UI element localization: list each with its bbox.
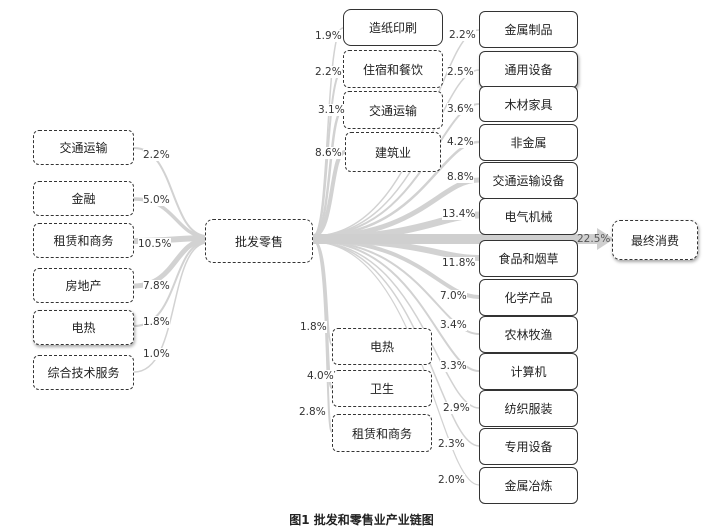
final-consumption-label: 最终消费	[630, 233, 679, 248]
final-consumption-node: 最终消费	[612, 220, 698, 260]
mid-top-label-4: 建筑业	[374, 145, 411, 160]
right-output-box-9: 农林牧渔	[479, 316, 578, 353]
right-output-label-7: 食品和烟草	[498, 252, 559, 266]
left-input-box-3: 租赁和商务	[33, 223, 134, 258]
right-output-label-6: 电气机械	[504, 210, 553, 224]
flow-mid-bottom-2	[311, 238, 334, 390]
flow-mid-top-4	[311, 150, 347, 238]
right-output-box-2: 通用设备	[479, 51, 578, 88]
final-consumption-pct: 22.5%	[577, 233, 611, 245]
left-input-label-1: 交通运输	[59, 141, 108, 155]
flow-final-arrowhead	[597, 228, 614, 250]
right-output-box-7: 食品和烟草	[479, 240, 578, 277]
center-node-wholesale-retail: 批发零售	[205, 219, 313, 263]
mid-top-label-1: 造纸印刷	[368, 21, 417, 35]
left-input-label-3: 租赁和商务	[53, 234, 114, 248]
right-output-pct-12: 2.3%	[438, 438, 465, 450]
mid-bottom-box-2: 卫生	[332, 370, 432, 407]
right-output-box-6: 电气机械	[479, 198, 578, 235]
right-output-box-13: 金属冶炼	[479, 467, 578, 504]
right-output-label-1: 金属制品	[504, 23, 553, 37]
mid-top-pct-2: 2.2%	[315, 66, 342, 78]
right-output-pct-8: 7.0%	[440, 290, 467, 302]
right-output-label-3: 木材家具	[504, 97, 553, 112]
mid-top-label-3: 交通运输	[368, 103, 417, 118]
right-output-pct-3: 3.6%	[447, 103, 474, 115]
right-output-box-1: 金属制品	[479, 11, 578, 48]
right-output-pct-5: 8.8%	[447, 171, 474, 183]
right-output-box-11: 纺织服装	[479, 390, 578, 427]
mid-top-label-2: 住宿和餐饮	[362, 62, 423, 77]
mid-top-box-4: 建筑业	[345, 132, 441, 172]
mid-bottom-label-1: 电热	[369, 340, 394, 354]
right-output-pct-11: 2.9%	[443, 402, 470, 414]
right-output-label-12: 专用设备	[504, 440, 553, 454]
left-input-box-2: 金融	[33, 181, 134, 216]
right-output-box-5: 交通运输设备	[479, 162, 578, 199]
right-output-pct-9: 3.4%	[440, 319, 467, 331]
right-output-label-8: 化学产品	[504, 291, 553, 305]
right-output-box-3: 木材家具	[479, 86, 578, 122]
right-output-label-5: 交通运输设备	[492, 174, 565, 188]
left-input-box-4: 房地产	[33, 268, 134, 303]
center-node-label: 批发零售	[234, 234, 283, 249]
right-output-box-8: 化学产品	[479, 279, 578, 316]
left-input-pct-2: 5.0%	[143, 194, 170, 206]
right-output-label-9: 农林牧渔	[504, 328, 553, 342]
left-input-label-2: 金融	[71, 192, 96, 206]
left-input-box-1: 交通运输	[33, 130, 134, 165]
right-output-label-4: 非金属	[510, 136, 547, 150]
right-output-pct-10: 3.3%	[440, 360, 467, 372]
flow-mid-bottom-3	[312, 239, 333, 433]
figure-caption: 图1 批发和零售业产业链图	[289, 513, 434, 527]
right-output-label-13: 金属冶炼	[504, 479, 553, 493]
flow-left-6	[133, 242, 206, 373]
right-output-pct-1: 2.2%	[449, 29, 476, 41]
mid-bottom-pct-2: 4.0%	[307, 370, 334, 382]
left-input-pct-1: 2.2%	[143, 149, 170, 161]
mid-top-box-2: 住宿和餐饮	[343, 50, 443, 88]
right-output-pct-2: 2.5%	[447, 66, 474, 78]
left-input-pct-5: 1.8%	[143, 316, 170, 328]
mid-top-pct-1: 1.9%	[315, 30, 342, 42]
mid-bottom-label-3: 租赁和商务	[351, 426, 412, 441]
mid-bottom-label-2: 卫生	[369, 382, 394, 396]
left-input-box-6: 综合技术服务	[33, 355, 134, 390]
flow-right-11	[312, 241, 480, 409]
right-output-box-12: 专用设备	[479, 428, 578, 465]
right-output-box-4: 非金属	[479, 124, 578, 161]
mid-top-pct-4: 8.6%	[315, 147, 342, 159]
mid-top-box-3: 交通运输	[343, 91, 443, 129]
right-output-label-2: 通用设备	[504, 63, 553, 77]
left-input-label-6: 综合技术服务	[47, 366, 120, 380]
mid-bottom-box-3: 租赁和商务	[332, 414, 432, 452]
left-input-box-5: 电热	[33, 310, 134, 345]
mid-bottom-pct-1: 1.8%	[300, 321, 327, 333]
mid-top-box-1: 造纸印刷	[343, 9, 443, 46]
left-input-label-5: 电热	[71, 321, 96, 335]
right-output-label-11: 纺织服装	[504, 402, 553, 416]
flow-left-1	[133, 147, 206, 237]
right-output-pct-7: 11.8%	[442, 257, 476, 269]
right-output-pct-13: 2.0%	[438, 474, 465, 486]
right-output-pct-6: 13.4%	[442, 208, 476, 220]
right-output-pct-4: 4.2%	[447, 136, 474, 148]
mid-bottom-pct-3: 2.8%	[299, 406, 326, 418]
mid-bottom-box-1: 电热	[332, 328, 432, 365]
left-input-pct-4: 7.8%	[143, 280, 170, 292]
left-input-label-4: 房地产	[65, 279, 102, 293]
left-input-pct-3: 10.5%	[138, 238, 172, 250]
left-input-pct-6: 1.0%	[143, 348, 170, 360]
right-output-box-10: 计算机	[479, 353, 578, 390]
right-output-label-10: 计算机	[510, 365, 547, 379]
mid-top-pct-3: 3.1%	[318, 104, 345, 116]
